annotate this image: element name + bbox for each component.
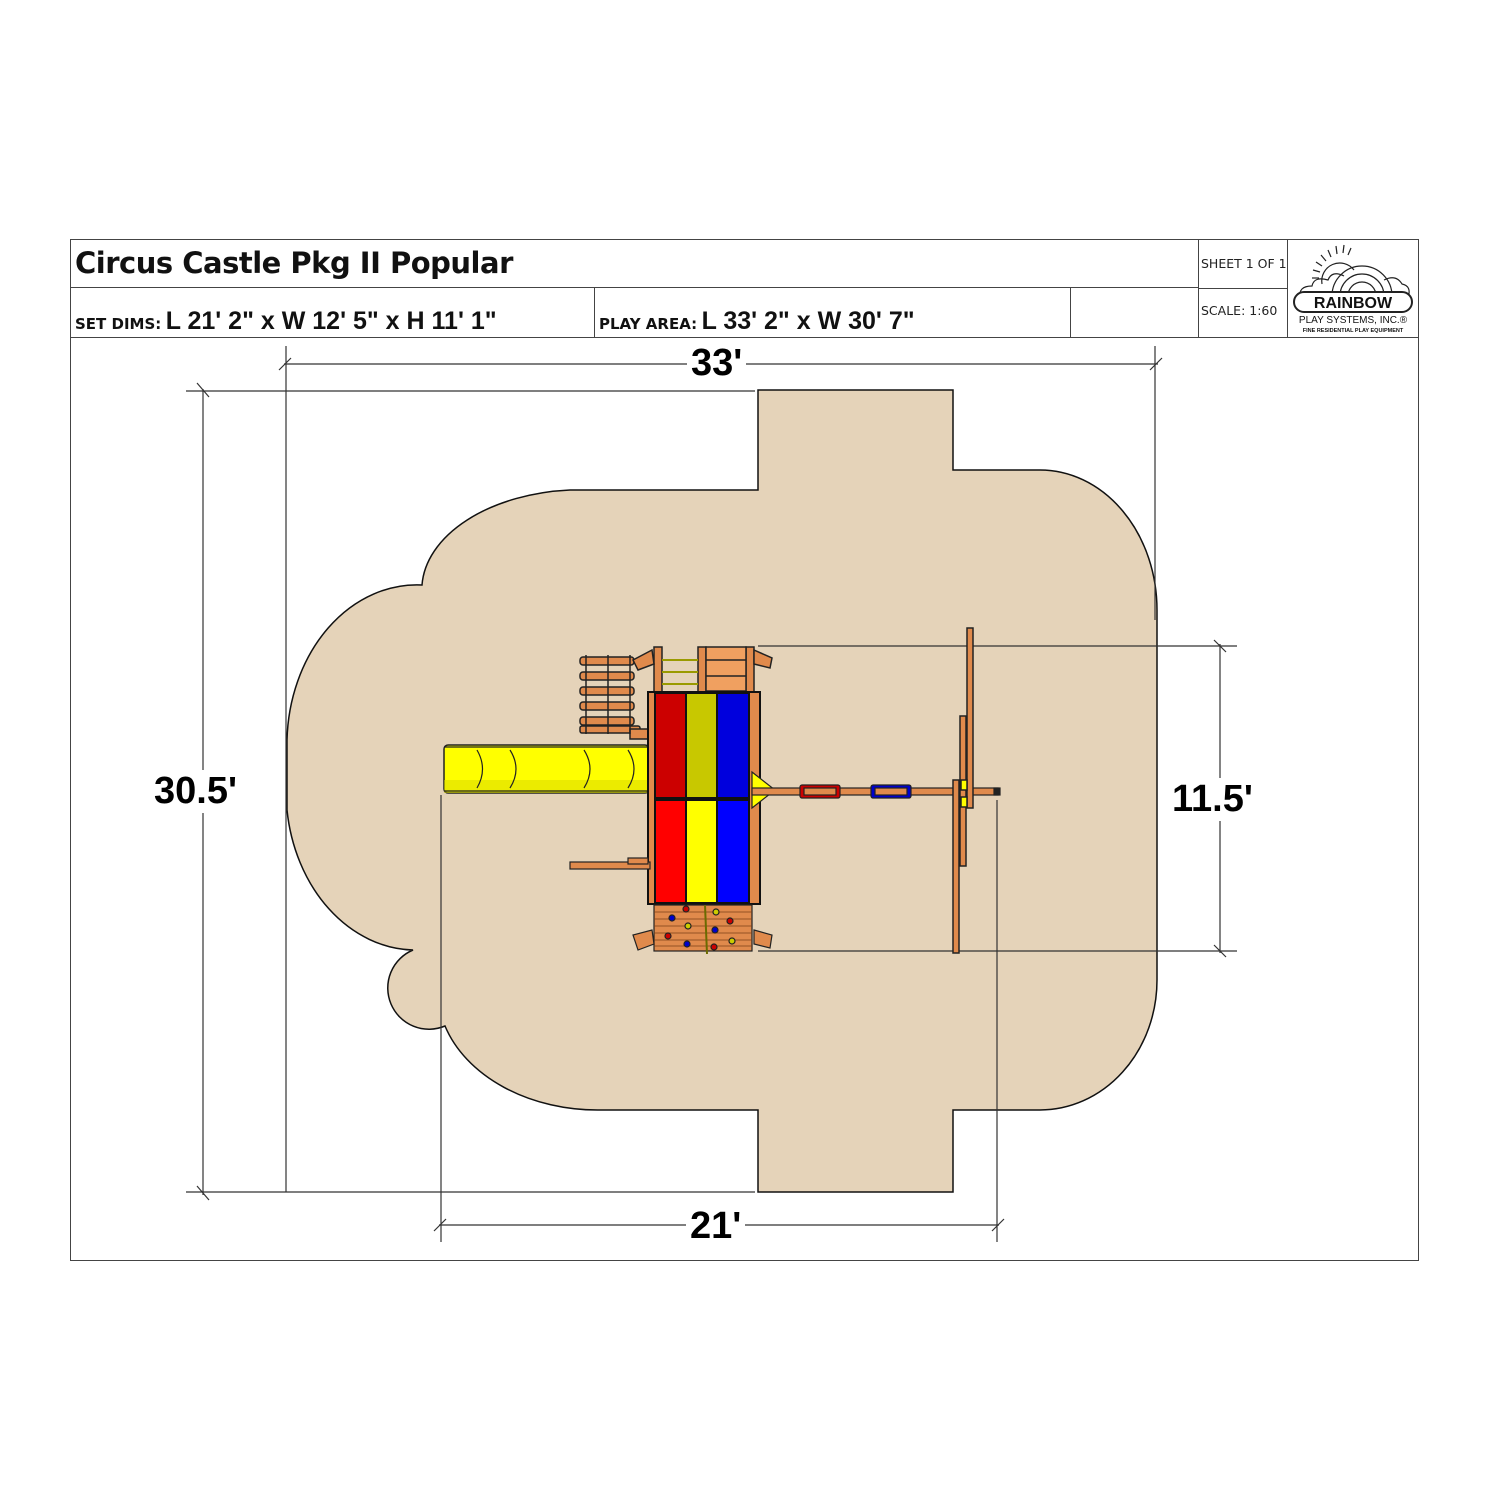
set-dims-label: SET DIMS: (75, 315, 162, 333)
play-area-value: L 33' 2" x W 30' 7" (701, 307, 915, 335)
title-block-divider (71, 337, 1418, 338)
play-area-label: PLAY AREA: (599, 315, 698, 333)
product-title: Circus Castle Pkg II Popular (75, 246, 513, 280)
dims-row: SET DIMS: L 21' 2" x W 12' 5" x H 11' 1"… (71, 288, 1198, 338)
dim-label-21ft: 21' (686, 1205, 746, 1248)
title-row: Circus Castle Pkg II Popular (71, 240, 1198, 288)
rainbow-logo: RAINBOW PLAY SYSTEMS, INC.® FINE RESIDEN… (1288, 240, 1418, 338)
svg-text:FINE RESIDENTIAL PLAY EQUIPMEN: FINE RESIDENTIAL PLAY EQUIPMENT (1303, 328, 1404, 334)
rainbow-cloud-icon: RAINBOW PLAY SYSTEMS, INC.® FINE RESIDEN… (1293, 244, 1413, 334)
sheet-info: SHEET 1 OF 1 SCALE: 1:60 (1198, 240, 1288, 338)
set-dims-value: L 21' 2" x W 12' 5" x H 11' 1" (165, 307, 497, 335)
play-area-cell: PLAY AREA: L 33' 2" x W 30' 7" (595, 288, 1071, 338)
dim-label-30-5ft: 30.5' (150, 770, 241, 813)
dim-label-11-5ft: 11.5' (1168, 778, 1257, 821)
svg-text:RAINBOW: RAINBOW (1314, 295, 1393, 312)
sheet-number: SHEET 1 OF 1 (1199, 240, 1287, 289)
dim-label-33ft: 33' (687, 342, 747, 385)
drawing-sheet: Circus Castle Pkg II Popular SET DIMS: L… (70, 239, 1419, 1261)
svg-text:PLAY SYSTEMS, INC.®: PLAY SYSTEMS, INC.® (1299, 315, 1408, 326)
set-dims-cell: SET DIMS: L 21' 2" x W 12' 5" x H 11' 1" (71, 288, 595, 338)
scale: SCALE: 1:60 (1199, 289, 1287, 338)
